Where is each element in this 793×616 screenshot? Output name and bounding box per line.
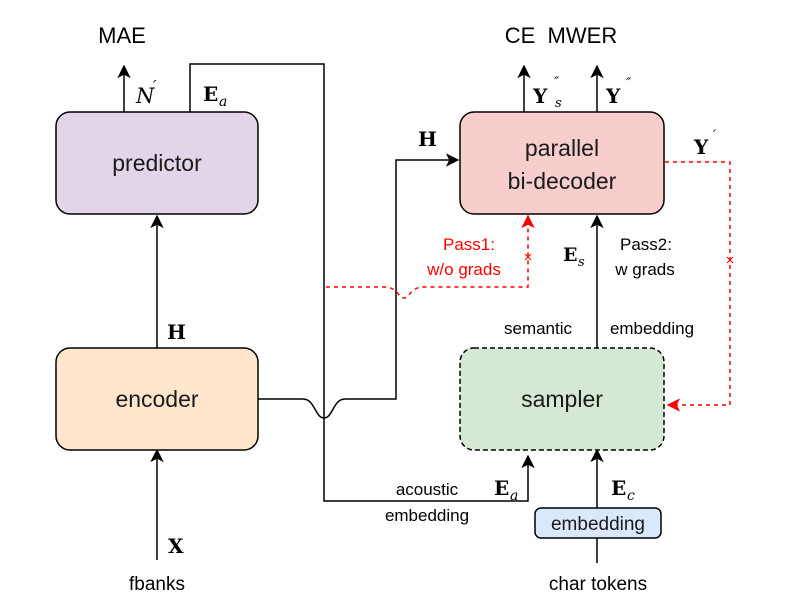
h-symbol-encoder: H bbox=[167, 320, 186, 344]
decoder-block: parallel bi-decoder bbox=[459, 111, 665, 215]
pass2-label-line1: Pass2: bbox=[620, 235, 672, 254]
svg-text:N: N bbox=[135, 84, 155, 108]
fbanks-label: fbanks bbox=[129, 574, 185, 595]
embedding-label: embedding bbox=[610, 319, 694, 338]
svg-text:″: ″ bbox=[626, 76, 632, 92]
svg-text:E: E bbox=[203, 82, 218, 106]
feedback-gradient-stop-icon: × bbox=[726, 252, 735, 269]
y-s-double-prime-symbol: Y ″ s bbox=[532, 75, 562, 111]
y-prime-symbol: Y ′ bbox=[693, 128, 717, 159]
e-c-symbol: E c bbox=[611, 476, 635, 504]
sampler-block: sampler bbox=[459, 347, 665, 451]
mae-label: MAE bbox=[98, 23, 146, 48]
e-a-symbol-top: E a bbox=[203, 82, 227, 110]
pass1-label-line1: Pass1: bbox=[443, 235, 495, 254]
h-symbol-decoder: H bbox=[418, 127, 437, 151]
decoder-label-line1: parallel bbox=[525, 135, 599, 161]
pass1-label-line2: w/o grads bbox=[426, 260, 501, 279]
pass2-label-line2: w grads bbox=[614, 260, 675, 279]
encoder-to-decoder-wire bbox=[258, 153, 460, 419]
svg-text:Y: Y bbox=[605, 84, 621, 108]
x-symbol: X bbox=[168, 534, 184, 558]
decoder-label-line2: bi-decoder bbox=[508, 168, 617, 194]
svg-text:s: s bbox=[578, 255, 585, 270]
svg-text:s: s bbox=[555, 96, 562, 111]
char-tokens-label: char tokens bbox=[549, 574, 647, 595]
e-a-symbol-bottom: E a bbox=[494, 476, 518, 504]
feedback-dashed-wire bbox=[665, 161, 731, 412]
svg-text:E: E bbox=[494, 476, 509, 500]
embedding-block: embedding bbox=[534, 507, 662, 539]
acoustic-embedding-wire bbox=[189, 63, 535, 502]
y-double-prime-symbol: Y ″ bbox=[605, 76, 632, 108]
svg-text:″: ″ bbox=[554, 75, 560, 91]
svg-text:′: ′ bbox=[713, 128, 717, 144]
semantic-label: semantic bbox=[504, 319, 573, 338]
pass1-dashed-wire bbox=[326, 214, 535, 299]
encoder-label: encoder bbox=[115, 386, 198, 412]
svg-text:E: E bbox=[563, 244, 577, 266]
svg-text:a: a bbox=[219, 94, 227, 110]
predictor-label: predictor bbox=[112, 150, 202, 176]
svg-text:a: a bbox=[510, 488, 518, 504]
svg-text:Y: Y bbox=[693, 135, 709, 159]
pass1-gradient-stop-icon: × bbox=[524, 249, 533, 266]
svg-text:c: c bbox=[627, 488, 635, 504]
acoustic-label: acoustic bbox=[396, 480, 459, 499]
acoustic-embedding-label: embedding bbox=[385, 506, 469, 525]
predictor-block: predictor bbox=[55, 111, 259, 215]
encoder-block: encoder bbox=[55, 347, 259, 451]
embedding-block-label: embedding bbox=[551, 514, 645, 535]
e-s-symbol: E s bbox=[563, 244, 585, 270]
svg-text:E: E bbox=[611, 476, 626, 500]
svg-text:′: ′ bbox=[153, 77, 157, 95]
ce-mwer-label: CE MWER bbox=[505, 23, 617, 48]
sampler-label: sampler bbox=[521, 386, 603, 412]
svg-text:Y: Y bbox=[532, 84, 548, 108]
n-prime-symbol: N ′ bbox=[135, 77, 157, 108]
